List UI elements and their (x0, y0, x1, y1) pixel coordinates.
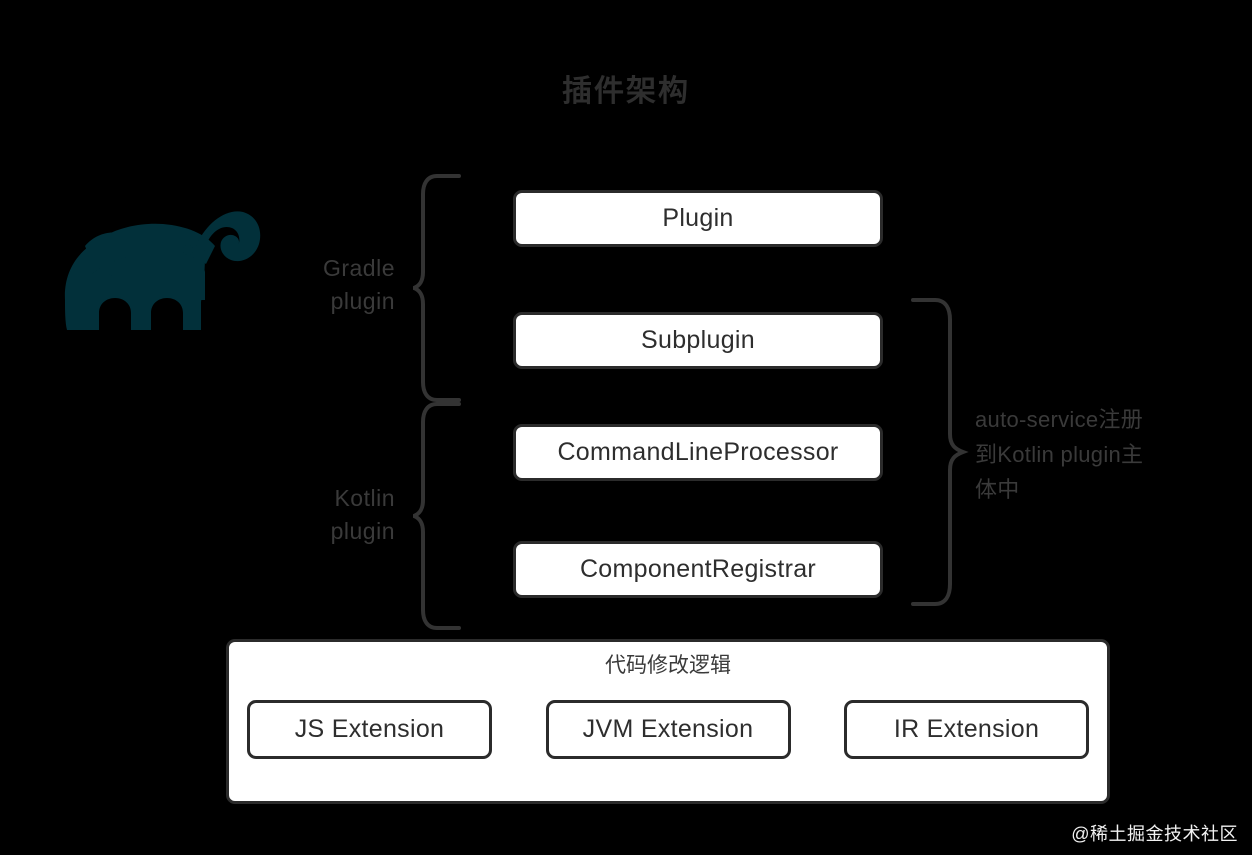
box-ir-extension-label: IR Extension (893, 715, 1040, 743)
brace-auto-service (911, 298, 969, 606)
annotation-line-2: 到Kotlin plugin主 (975, 442, 1144, 467)
box-js-extension-label: JS Extension (294, 715, 445, 743)
code-logic-container-title: 代码修改逻辑 (605, 654, 731, 677)
box-componentregistrar[interactable]: ComponentRegistrar (513, 541, 883, 598)
box-ir-extension[interactable]: IR Extension (844, 700, 1089, 759)
annotation-line-1: auto-service注册 (975, 407, 1144, 432)
group-label-line1: Kotlin (334, 485, 395, 511)
box-subplugin[interactable]: Subplugin (513, 312, 883, 369)
box-commandlineprocessor-label: CommandLineProcessor (557, 438, 839, 466)
box-commandlineprocessor[interactable]: CommandLineProcessor (513, 424, 883, 481)
group-label-kotlin-plugin: Kotlin plugin (215, 482, 395, 548)
box-js-extension[interactable]: JS Extension (247, 700, 492, 759)
box-plugin-label: Plugin (662, 204, 734, 232)
extension-row: JS Extension JVM Extension IR Extension (247, 700, 1089, 759)
box-subplugin-label: Subplugin (641, 326, 755, 354)
page-title: 插件架构 (562, 75, 690, 108)
group-label-line1: Gradle (322, 255, 395, 281)
gradle-elephant-icon (55, 182, 270, 352)
box-plugin[interactable]: Plugin (513, 190, 883, 247)
annotation-line-3: 体中 (975, 477, 1020, 502)
brace-gradle-plugin (413, 174, 461, 402)
group-label-line2: plugin (330, 518, 395, 544)
watermark: @稀土掘金技术社区 (1071, 824, 1238, 844)
brace-kotlin-plugin (413, 402, 461, 630)
group-label-gradle-plugin: Gradle plugin (215, 252, 395, 318)
box-jvm-extension-label: JVM Extension (582, 715, 754, 743)
group-label-line2: plugin (330, 288, 395, 314)
code-logic-container: 代码修改逻辑 JS Extension JVM Extension IR Ext… (226, 639, 1110, 804)
box-componentregistrar-label: ComponentRegistrar (579, 555, 817, 583)
box-jvm-extension[interactable]: JVM Extension (545, 700, 791, 759)
auto-service-annotation: auto-service注册 到Kotlin plugin主 体中 (975, 402, 1245, 507)
